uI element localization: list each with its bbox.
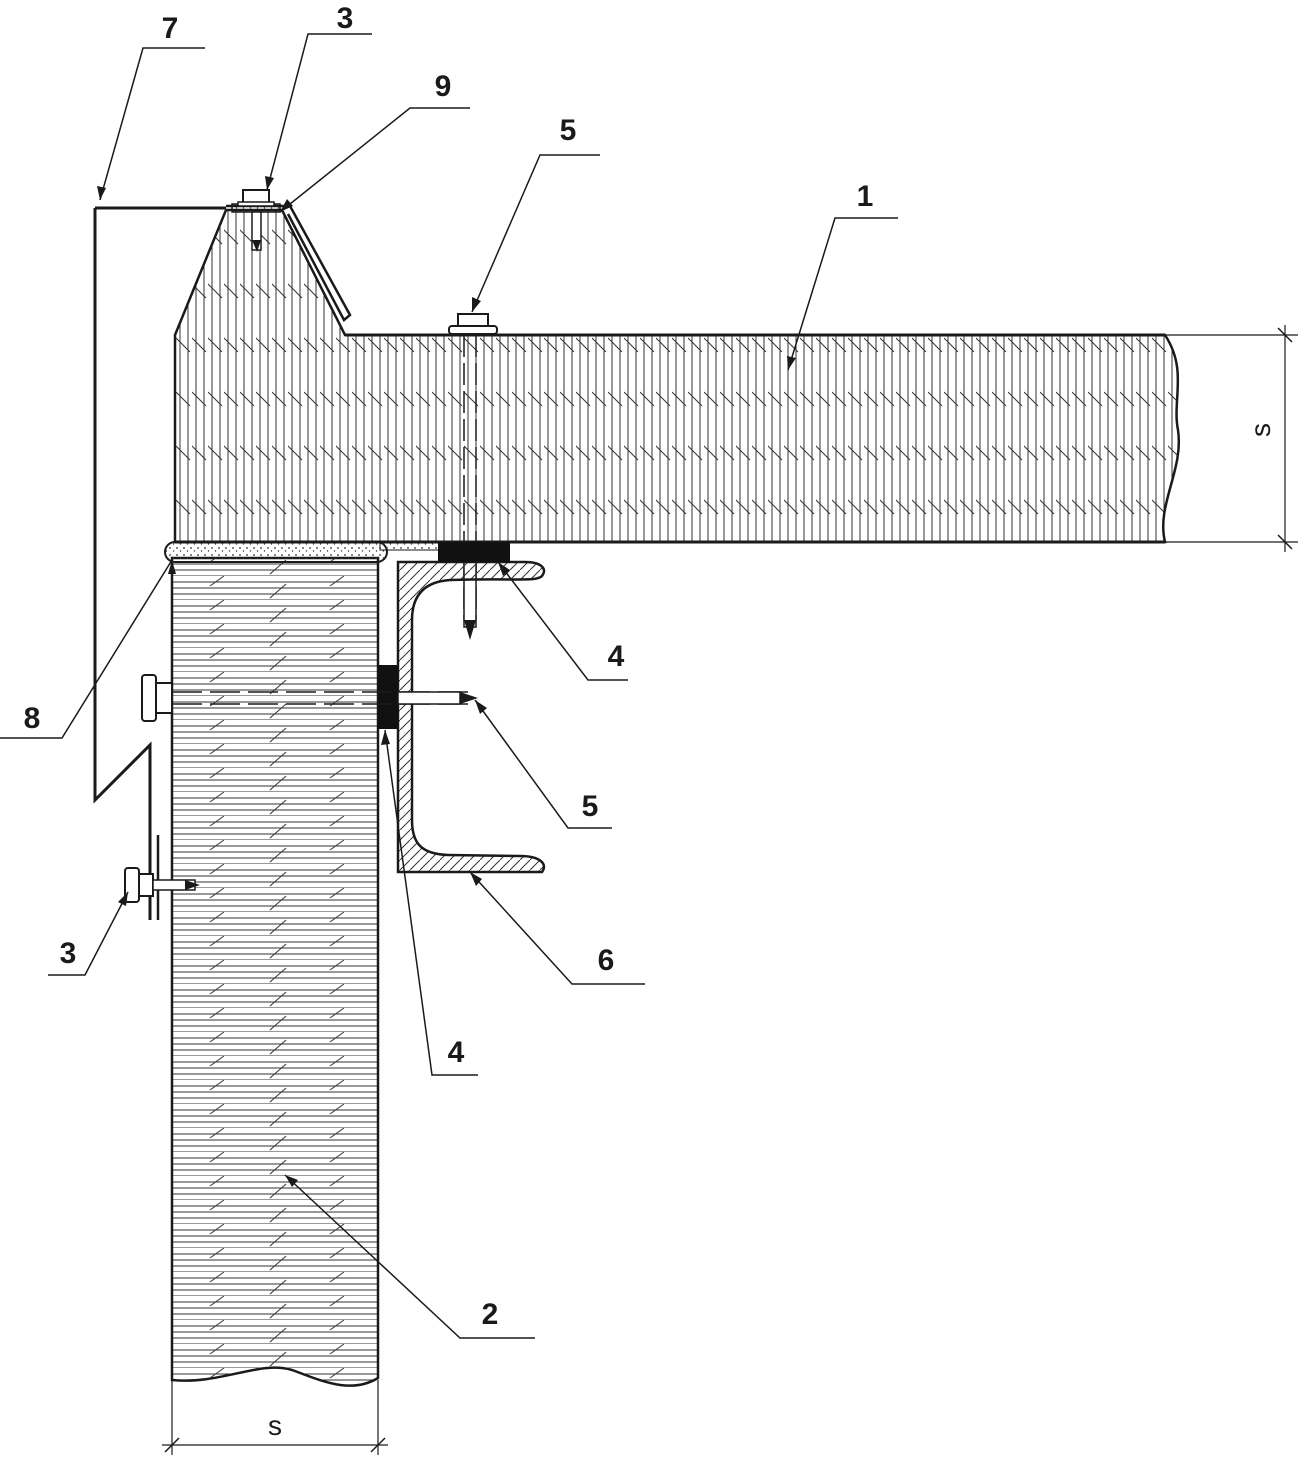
steel-channel xyxy=(396,560,546,874)
screw-wall-to-channel xyxy=(141,674,478,722)
callout-4-lower: 4 xyxy=(381,729,478,1076)
screw-flashing-lower xyxy=(124,867,200,903)
wall-panel xyxy=(170,556,380,1387)
roof-thickness-dimension: s xyxy=(1165,325,1298,552)
callout-7: 7 xyxy=(97,12,205,201)
callout-9-label: 9 xyxy=(435,70,452,103)
roof-panel-body xyxy=(173,208,1181,544)
screw-top-ridge xyxy=(237,189,275,252)
callout-4-lower-label: 4 xyxy=(448,1036,465,1069)
callout-5-side-label: 5 xyxy=(582,790,599,823)
callout-9: 9 xyxy=(279,70,470,213)
callout-3-top-label: 3 xyxy=(337,2,354,35)
callout-1-label: 1 xyxy=(857,180,874,213)
callout-3-bottom: 3 xyxy=(48,891,129,976)
callout-4-right-label: 4 xyxy=(608,640,625,673)
wall-thickness-label: s xyxy=(268,1410,282,1441)
callout-2: 2 xyxy=(284,1174,535,1339)
callout-4-right: 4 xyxy=(497,561,628,681)
callout-2-label: 2 xyxy=(482,1298,499,1331)
wall-panel-body xyxy=(170,556,380,1387)
gasket-horizontal xyxy=(438,542,510,562)
callout-8: 8 xyxy=(0,559,176,739)
callout-5-side: 5 xyxy=(474,699,612,829)
callout-8-label: 8 xyxy=(24,702,41,735)
corner-flashing-outline xyxy=(93,208,152,920)
callout-1: 1 xyxy=(787,180,898,371)
gasket-vertical xyxy=(378,665,398,729)
corner-flashing xyxy=(93,206,226,920)
callout-6: 6 xyxy=(469,871,645,985)
callout-5-top-label: 5 xyxy=(560,114,577,147)
sealant-strip xyxy=(164,541,388,563)
sealant-strip-extension xyxy=(379,541,441,551)
wall-thickness-dimension: s xyxy=(162,1380,388,1455)
roof-panel xyxy=(173,208,1181,544)
callout-5-top: 5 xyxy=(471,114,600,313)
callout-3-top: 3 xyxy=(265,2,372,191)
callout-6-label: 6 xyxy=(598,944,615,977)
roof-thickness-label: s xyxy=(1245,423,1276,437)
callout-3-bottom-label: 3 xyxy=(60,937,77,970)
steel-channel-section xyxy=(396,560,546,874)
callout-7-label: 7 xyxy=(162,12,179,45)
